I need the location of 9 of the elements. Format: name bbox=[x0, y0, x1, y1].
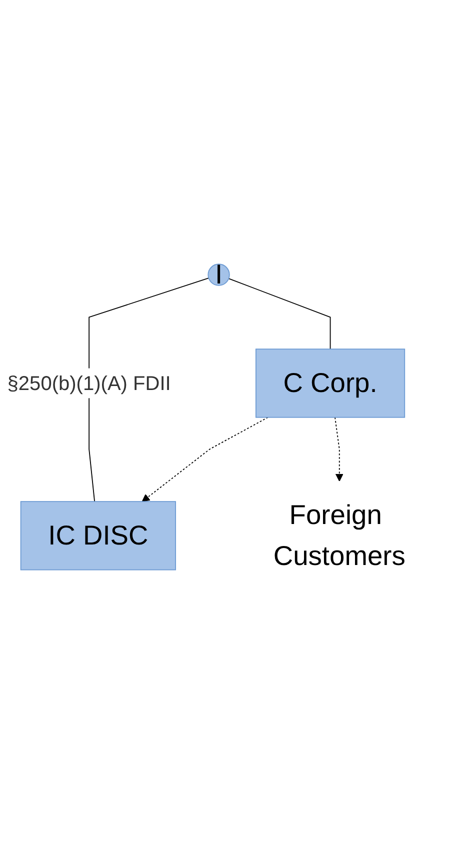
node-circle: I bbox=[208, 263, 230, 286]
arrow bbox=[334, 416, 344, 482]
arrow bbox=[142, 416, 268, 502]
node-box: C Corp. bbox=[255, 348, 406, 418]
connector bbox=[228, 278, 331, 350]
connector bbox=[88, 277, 210, 502]
edge-label: §250(b)(1)(A) FDII bbox=[7, 372, 171, 394]
node-box: IC DISC bbox=[20, 500, 176, 570]
node-text: Foreign Customers bbox=[273, 500, 406, 571]
